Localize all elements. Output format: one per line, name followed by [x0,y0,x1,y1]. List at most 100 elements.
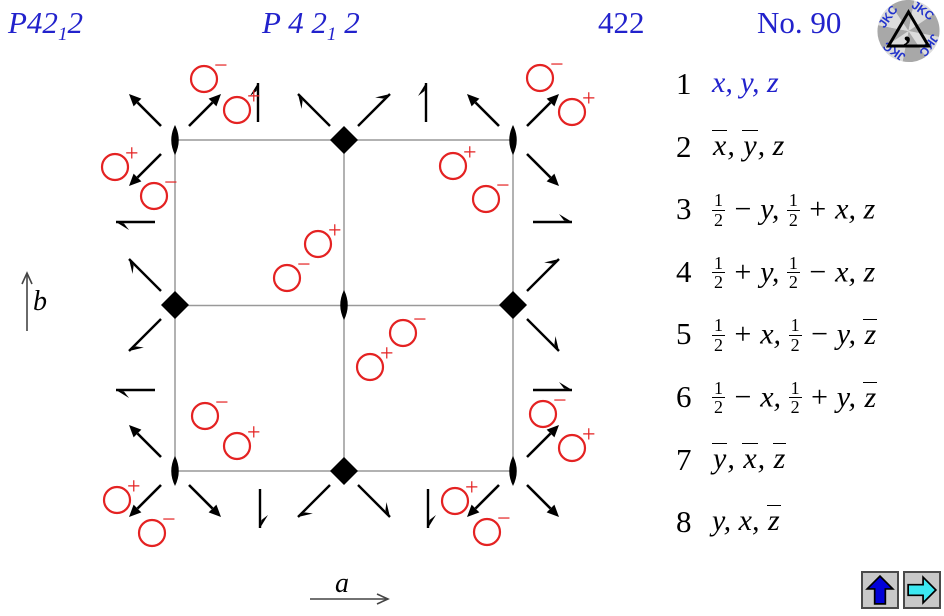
screw-axis-half-arrow [357,93,391,127]
twofold-rotation-arrow [526,484,552,510]
atom-height-sign: − [496,173,510,199]
atom-circle [472,517,502,547]
screw-axis-half-arrow-head [298,512,313,517]
twofold-rotation-arrow [526,432,552,458]
overbar: z [766,504,781,538]
screw-axis-half-arrow [526,258,560,292]
position-coordinates: x, y, z [712,66,779,99]
axis-arrowhead [376,593,390,605]
fourfold-axis-icon [499,291,527,319]
screw-axis-half-arrow [357,484,391,518]
screw-axis-half-arrow-head [116,390,129,398]
nav-up-button[interactable] [861,571,899,609]
atom-circle [139,181,169,211]
atom-circle [525,63,555,93]
screw-axis-half-arrow-head [298,94,303,109]
atom-circle [303,229,333,259]
screw-axis-half-arrow-head [428,515,436,528]
position-number: 1 [676,66,692,101]
twofold-rotation-arrow [526,101,552,127]
logo-wedge [908,13,940,37]
twofold-rotation-arrow-head [546,94,559,107]
screw-axis-half-arrow-head [559,382,572,390]
twofold-rotation-arrow [188,484,214,510]
atom-height-sign: − [497,506,511,532]
overbar: z [772,441,787,475]
atom-circle [272,263,302,293]
overbar: x [712,128,728,162]
screw-axis-half-arrow-head [375,94,390,99]
spacegroup-short-symbol: P4212 [8,5,84,46]
position-number: 3 [676,191,692,227]
atom-circle [102,485,132,515]
twofold-rotation-arrow [474,484,500,510]
twofold-axis-icon [171,456,179,486]
atom-height-sign: − [550,52,564,78]
spacegroup-full-symbol: P 4 21 2 [262,5,360,46]
atom-height-sign: + [127,474,141,500]
twofold-rotation-arrow-head [208,94,221,107]
screw-axis-half-arrow-head [250,83,258,96]
twofold-rotation-arrow [136,484,162,510]
screw-axis-half-arrow-head [544,259,559,264]
logo-wedge [908,31,939,57]
twofold-rotation-arrow-head [467,504,480,517]
atom-height-sign: + [247,84,261,110]
twofold-rotation-arrow [136,101,162,127]
atom-height-sign: − [164,170,178,196]
fourfold-axis-icon [330,126,358,154]
logo-comma-icon: , [904,15,912,48]
screw-axis-half-arrow [526,318,560,352]
atom-circle [355,352,385,382]
screw-axis-half-arrow [128,318,162,352]
atom-circle [189,64,219,94]
twofold-rotation-arrow-head [129,504,142,517]
position-number: 4 [676,253,692,289]
atom-height-sign: − [413,307,427,333]
position-number: 5 [676,316,692,352]
twofold-rotation-arrow [474,101,500,127]
atom-circle [440,486,470,516]
overbar: x [742,441,758,475]
twofold-rotation-arrow-head [208,504,221,517]
overbar: y [742,128,758,162]
overbar: z [863,317,878,351]
twofold-rotation-arrow-head [546,425,559,438]
nav-next-button[interactable] [903,571,941,609]
atom-height-sign: + [328,218,342,244]
atom-height-sign: + [125,141,139,167]
atom-circle [222,95,252,125]
atom-circle [100,152,130,182]
atom-height-sign: + [582,422,596,448]
screw-axis-half-arrow [297,93,331,127]
arrow-right-icon [907,575,938,605]
twofold-rotation-arrow [136,153,162,179]
atom-circle [222,431,252,461]
atom-height-sign: − [553,388,567,414]
logo-wedge [891,0,915,31]
twofold-rotation-arrow-head [467,94,480,107]
overbar: z [863,380,878,414]
screw-axis-half-arrow-head [418,83,426,96]
twofold-axis-icon [509,456,517,486]
twofold-rotation-arrow-head [129,425,142,438]
twofold-axis-icon [340,290,348,320]
position-number: 6 [676,379,692,414]
atom-height-sign: − [297,252,311,278]
screw-axis-half-arrow [128,258,162,292]
atom-circle [557,433,587,463]
screw-axis-half-arrow-head [129,346,144,351]
position-coordinates: x, y, z [712,128,785,162]
atom-circle [137,518,167,548]
